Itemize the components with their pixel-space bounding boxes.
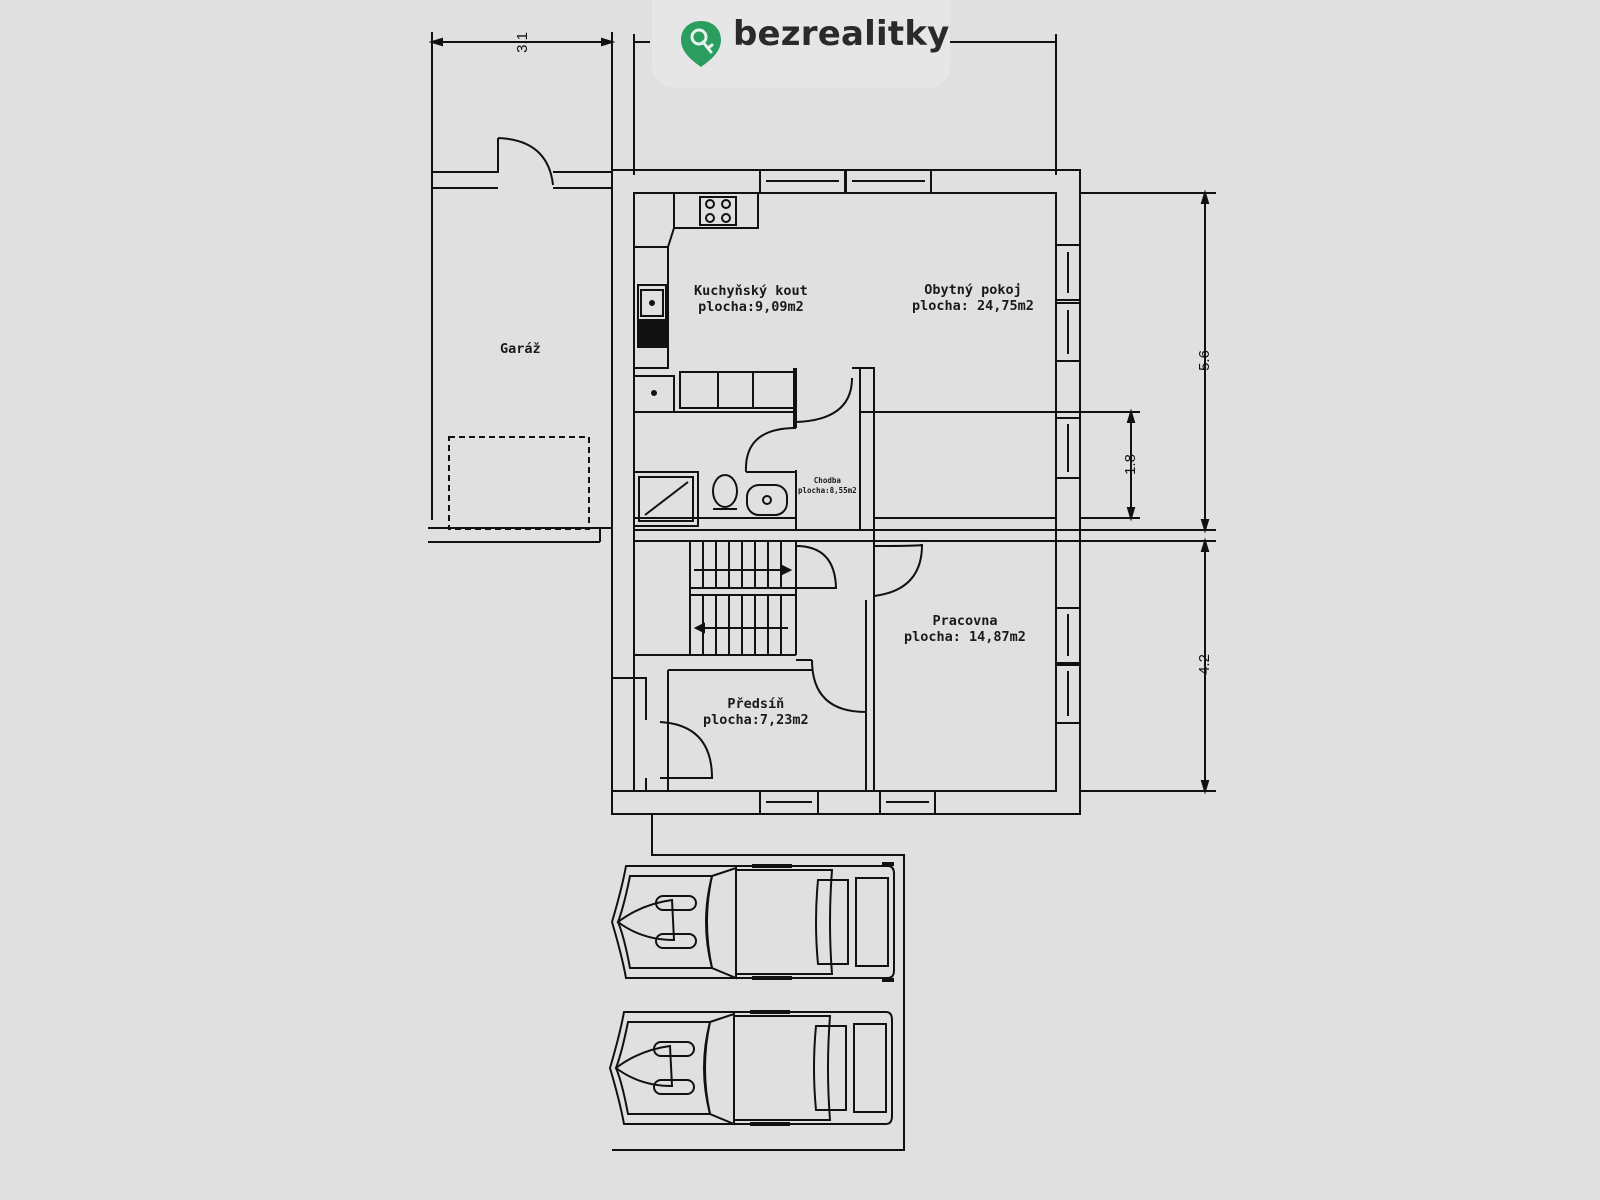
room-label-garage: Garáž (500, 341, 541, 358)
room-name: Chodba (813, 476, 841, 485)
room-area: plocha:8,55m2 (798, 485, 857, 495)
room-label-entry: Předsíň plocha:7,23m2 (703, 696, 809, 728)
dimension-label-hall-depth: 1.8 (1121, 454, 1139, 475)
room-name: Pracovna (932, 613, 998, 629)
windows (759, 169, 1081, 815)
room-label-kitchen: Kuchyňský kout plocha:9,09m2 (694, 283, 808, 315)
room-area: plocha: 24,75m2 (912, 297, 1034, 314)
dimension-label-lower-height: 4.2 (1195, 654, 1213, 675)
room-area: plocha: 14,87m2 (904, 628, 1026, 645)
car-icon (608, 1010, 893, 1126)
room-label-living: Obytný pokoj plocha: 24,75m2 (912, 282, 1034, 314)
parking-area (612, 814, 905, 1151)
room-area: plocha:9,09m2 (698, 298, 804, 315)
kitchen-fixtures (634, 193, 759, 369)
garage-walls (428, 137, 613, 543)
room-name: Garáž (500, 341, 541, 357)
brand-name: bezrealitky (733, 14, 950, 54)
car-icon (610, 862, 895, 982)
room-label-hall: Chodba plocha:8,55m2 (798, 476, 857, 496)
room-area: plocha:7,23m2 (703, 711, 809, 728)
room-name: Kuchyňský kout (694, 283, 808, 299)
room-name: Předsíň (727, 696, 785, 712)
key-pin-icon (681, 21, 721, 67)
dimension-label-upper-height: 5.6 (1195, 350, 1213, 371)
room-label-study: Pracovna plocha: 14,87m2 (904, 613, 1026, 645)
staircase (634, 541, 867, 713)
inner-walls (633, 367, 1140, 791)
dimension-top (428, 32, 1057, 520)
entry-walls (612, 669, 866, 792)
dimension-right (1080, 189, 1216, 795)
room-name: Obytný pokoj (924, 282, 1022, 298)
dimension-label-garage-width: 3.1 (513, 32, 531, 53)
